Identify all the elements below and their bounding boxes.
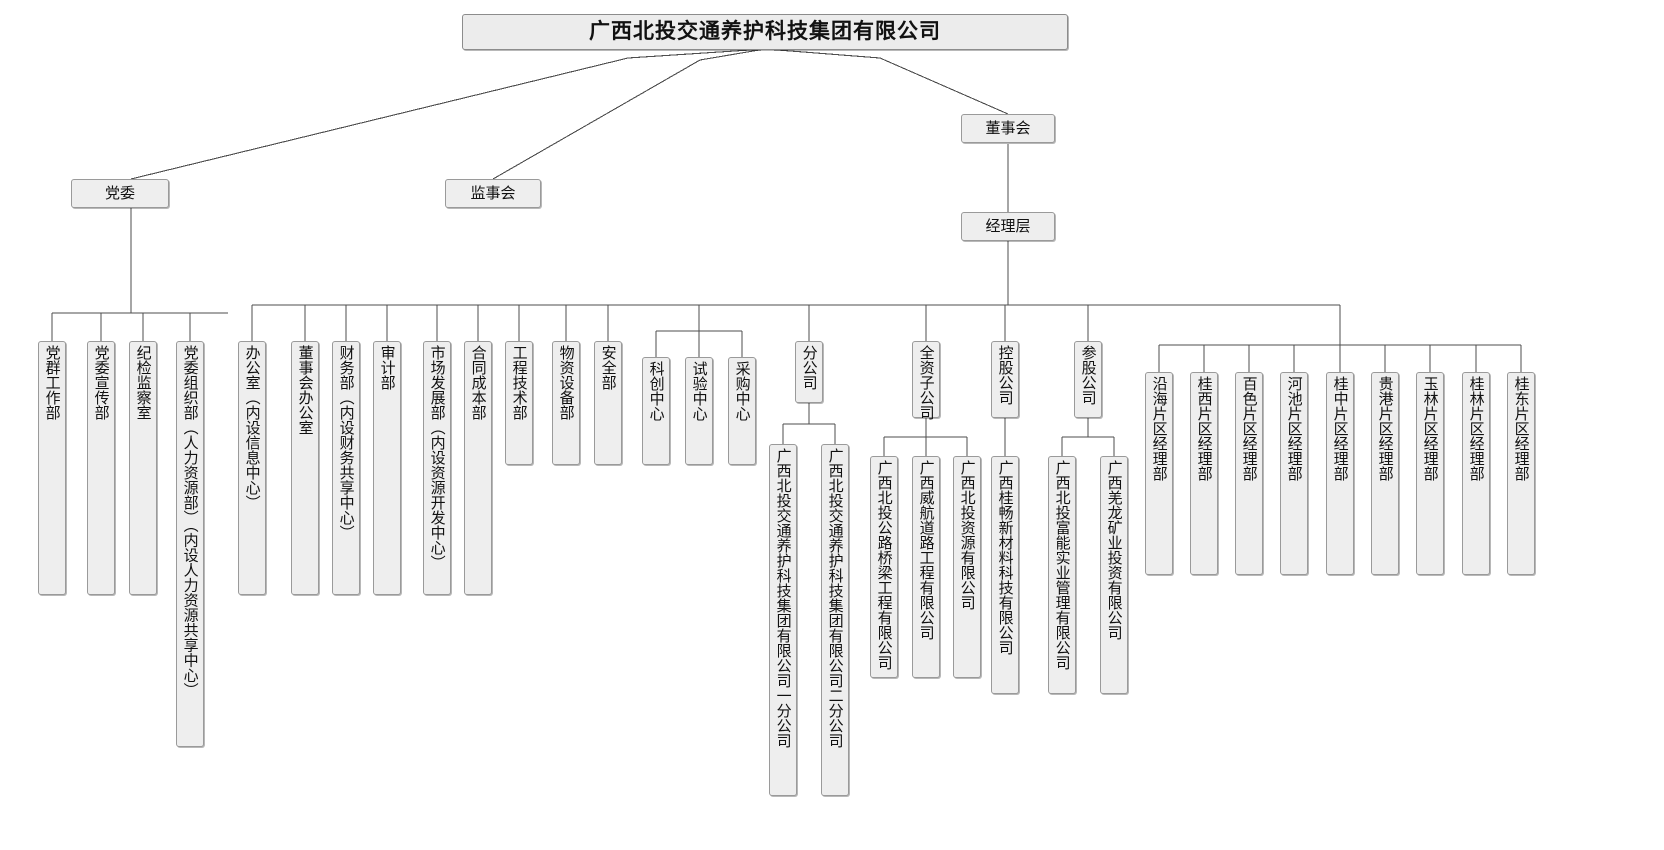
functional-dept-node[interactable]: 安全部 bbox=[594, 341, 622, 465]
equity-company-child-label: 广西羌龙矿业投资有限公司 bbox=[1105, 460, 1123, 640]
wholly-owned-child-label: 广西北投公路桥梁工程有限公司 bbox=[875, 460, 893, 670]
functional-dept-node[interactable]: 审计部 bbox=[373, 341, 401, 595]
wholly-owned-child[interactable]: 广西威航道路工程有限公司 bbox=[912, 456, 940, 678]
holding-company-label: 控股公司 bbox=[996, 345, 1014, 405]
functional-dept-label: 安全部 bbox=[599, 345, 617, 390]
root-node[interactable]: 广西北投交通养护科技集团有限公司 bbox=[462, 14, 1068, 50]
party-dept-label: 纪检监察室 bbox=[134, 345, 152, 420]
functional-dept-label: 财务部（内设财务共享中心） bbox=[337, 345, 355, 540]
center-node[interactable]: 采购中心 bbox=[728, 357, 756, 465]
functional-dept-label: 物资设备部 bbox=[557, 345, 575, 420]
party-dept-node[interactable]: 党委宣传部 bbox=[87, 341, 115, 595]
party-dept-node[interactable]: 党群工作部 bbox=[38, 341, 66, 595]
regional-dept-label: 桂中片区经理部 bbox=[1331, 376, 1349, 481]
functional-dept-label: 工程技术部 bbox=[510, 345, 528, 420]
center-label: 采购中心 bbox=[733, 361, 751, 421]
center-node[interactable]: 试验中心 bbox=[685, 357, 713, 465]
management-layer-label: 经理层 bbox=[985, 217, 1031, 235]
holding-company-child-label: 广西桂畅新材料科技有限公司 bbox=[996, 460, 1014, 655]
party-dept-label: 党群工作部 bbox=[43, 345, 61, 420]
regional-dept-label: 桂林片区经理部 bbox=[1467, 376, 1485, 481]
wholly-owned-child[interactable]: 广西北投公路桥梁工程有限公司 bbox=[870, 456, 898, 678]
equity-company-child[interactable]: 广西北投富能实业管理有限公司 bbox=[1048, 456, 1076, 694]
board-of-directors-label: 董事会 bbox=[985, 119, 1031, 137]
regional-dept-label: 河池片区经理部 bbox=[1285, 376, 1303, 481]
wholly-owned-label: 全资子公司 bbox=[917, 345, 935, 420]
functional-dept-label: 合同成本部 bbox=[469, 345, 487, 420]
center-label: 科创中心 bbox=[647, 361, 665, 421]
root-label: 广西北投交通养护科技集团有限公司 bbox=[589, 20, 941, 44]
party-committee-label: 党委 bbox=[104, 184, 135, 202]
regional-dept-label: 桂西片区经理部 bbox=[1195, 376, 1213, 481]
functional-dept-node[interactable]: 财务部（内设财务共享中心） bbox=[332, 341, 360, 595]
functional-dept-node[interactable]: 工程技术部 bbox=[505, 341, 533, 465]
branch-company-label: 分公司 bbox=[800, 345, 818, 390]
party-dept-node[interactable]: 党委组织部（人力资源部）（内设人力资源共享中心） bbox=[176, 341, 204, 747]
regional-dept-label: 玉林片区经理部 bbox=[1421, 376, 1439, 481]
holding-company-child[interactable]: 广西桂畅新材料科技有限公司 bbox=[991, 456, 1019, 694]
party-dept-label: 党委宣传部 bbox=[92, 345, 110, 420]
regional-dept-node[interactable]: 桂林片区经理部 bbox=[1462, 372, 1490, 575]
branch-company-child-label: 广西北投交通养护科技集团有限公司一分公司 bbox=[774, 448, 792, 748]
regional-dept-node[interactable]: 桂中片区经理部 bbox=[1326, 372, 1354, 575]
functional-dept-label: 董事会办公室 bbox=[296, 345, 314, 435]
node-supervisory-board[interactable]: 监事会 bbox=[445, 179, 541, 208]
regional-dept-node[interactable]: 百色片区经理部 bbox=[1235, 372, 1263, 575]
equity-company-label: 参股公司 bbox=[1079, 345, 1097, 405]
functional-dept-label: 办公室（内设信息中心） bbox=[243, 345, 261, 510]
regional-dept-node[interactable]: 河池片区经理部 bbox=[1280, 372, 1308, 575]
party-dept-node[interactable]: 纪检监察室 bbox=[129, 341, 157, 595]
node-board-of-directors[interactable]: 董事会 bbox=[961, 114, 1055, 143]
center-label: 试验中心 bbox=[690, 361, 708, 421]
regional-dept-node[interactable]: 贵港片区经理部 bbox=[1371, 372, 1399, 575]
branch-company-child-label: 广西北投交通养护科技集团有限公司二分公司 bbox=[826, 448, 844, 748]
regional-dept-node[interactable]: 玉林片区经理部 bbox=[1416, 372, 1444, 575]
wholly-owned-child[interactable]: 广西北投资源有限公司 bbox=[953, 456, 981, 678]
regional-dept-label: 贵港片区经理部 bbox=[1376, 376, 1394, 481]
functional-dept-label: 审计部 bbox=[378, 345, 396, 390]
node-branch-company[interactable]: 分公司 bbox=[795, 341, 823, 403]
node-wholly-owned[interactable]: 全资子公司 bbox=[912, 341, 940, 420]
node-management-layer[interactable]: 经理层 bbox=[961, 212, 1055, 241]
party-dept-label: 党委组织部（人力资源部）（内设人力资源共享中心） bbox=[181, 345, 199, 698]
functional-dept-node[interactable]: 市场发展部（内设资源开发中心） bbox=[423, 341, 451, 595]
node-party-committee[interactable]: 党委 bbox=[71, 179, 169, 208]
functional-dept-node[interactable]: 董事会办公室 bbox=[291, 341, 319, 595]
center-node[interactable]: 科创中心 bbox=[642, 357, 670, 465]
regional-dept-node[interactable]: 沿海片区经理部 bbox=[1145, 372, 1173, 575]
functional-dept-label: 市场发展部（内设资源开发中心） bbox=[428, 345, 446, 570]
regional-dept-node[interactable]: 桂西片区经理部 bbox=[1190, 372, 1218, 575]
branch-company-child[interactable]: 广西北投交通养护科技集团有限公司二分公司 bbox=[821, 444, 849, 796]
regional-dept-label: 百色片区经理部 bbox=[1240, 376, 1258, 481]
equity-company-child-label: 广西北投富能实业管理有限公司 bbox=[1053, 460, 1071, 670]
node-equity-company[interactable]: 参股公司 bbox=[1074, 341, 1102, 418]
regional-dept-node[interactable]: 桂东片区经理部 bbox=[1507, 372, 1535, 575]
regional-dept-label: 桂东片区经理部 bbox=[1512, 376, 1530, 481]
equity-company-child[interactable]: 广西羌龙矿业投资有限公司 bbox=[1100, 456, 1128, 694]
regional-dept-label: 沿海片区经理部 bbox=[1150, 376, 1168, 481]
node-holding-company[interactable]: 控股公司 bbox=[991, 341, 1019, 418]
branch-company-child[interactable]: 广西北投交通养护科技集团有限公司一分公司 bbox=[769, 444, 797, 796]
functional-dept-node[interactable]: 合同成本部 bbox=[464, 341, 492, 595]
wholly-owned-child-label: 广西威航道路工程有限公司 bbox=[917, 460, 935, 640]
supervisory-board-label: 监事会 bbox=[470, 184, 516, 202]
functional-dept-node[interactable]: 办公室（内设信息中心） bbox=[238, 341, 266, 595]
wholly-owned-child-label: 广西北投资源有限公司 bbox=[958, 460, 976, 610]
functional-dept-node[interactable]: 物资设备部 bbox=[552, 341, 580, 465]
